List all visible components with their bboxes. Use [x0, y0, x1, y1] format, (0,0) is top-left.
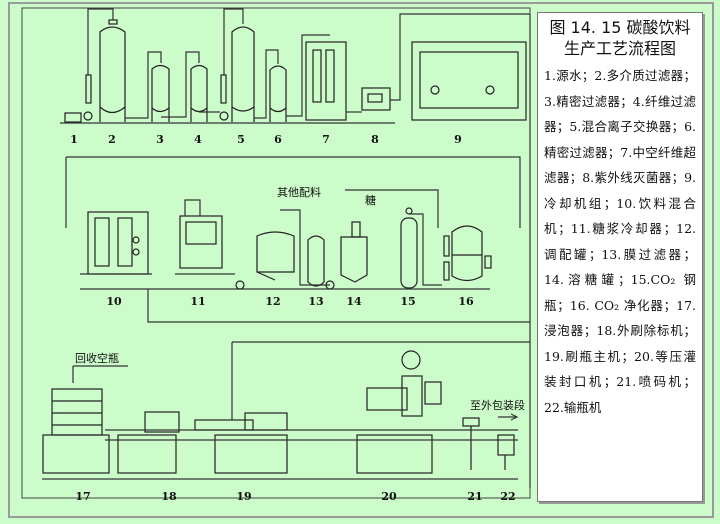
arrow-right-icon: [498, 413, 519, 421]
equipment-14-sugar-dissolving-tank: [340, 189, 439, 283]
label-to-packaging: 至外包装段: [470, 398, 525, 412]
equipment-numbers: 1 2 3 4 5 6 7 8 9 10 11 12 13 14 15 16 1…: [70, 133, 515, 503]
equipment-19-bottle-washer: [194, 412, 288, 474]
number-label: 15: [400, 295, 415, 308]
equipment-10-beverage-mixer: [80, 211, 152, 275]
equipment-7-hollow-fiber-ultrafilter: [286, 34, 347, 121]
number-label: 20: [381, 490, 397, 503]
figure-title-line2: 生产工艺流程图: [563, 39, 676, 58]
number-label: 5: [237, 133, 245, 146]
label-sugar: 糖: [365, 193, 376, 207]
number-label: 12: [265, 295, 280, 308]
number-label: 18: [161, 490, 177, 503]
equipment-15-co2-cylinder: [400, 207, 442, 289]
number-label: 4: [194, 133, 202, 146]
number-label: 8: [371, 133, 379, 146]
equipment-22-conveyor: [497, 434, 515, 470]
equipment-18-label-remover: [117, 411, 180, 474]
number-label: 17: [75, 490, 90, 503]
equipment-1-raw-water: [64, 112, 82, 123]
number-label: 2: [108, 133, 116, 146]
equipment-11-syrup-cooler: [175, 199, 245, 290]
equipment-5-mixed-ion-exchanger: [199, 8, 255, 122]
figure-title-line1: 图 14. 15 碳酸饮料: [549, 18, 691, 37]
label-recycled-bottles: 回收空瓶: [75, 351, 119, 365]
number-label: 3: [156, 133, 164, 146]
equipment-12-blending-tank: [256, 209, 330, 286]
equipment-16-co2-purifier: [443, 225, 492, 282]
equipment-2-multimedia-filter: [99, 19, 126, 122]
pipe-recycle: [72, 365, 128, 383]
number-label: 7: [322, 133, 330, 146]
equipment-9-cooling-unit: [390, 13, 530, 121]
pipe-cooling-return: [66, 156, 521, 228]
equipment-21-code-printer: [462, 417, 480, 470]
legend-panel: 图 14. 15 碳酸饮料 生产工艺流程图 1.源水；2.多介质过滤器；3.精密…: [537, 12, 703, 502]
equipment-17-soaking-machine: [42, 388, 110, 474]
figure-frame: [8, 2, 714, 518]
number-label: 11: [190, 295, 205, 308]
number-label: 16: [458, 295, 474, 308]
number-label: 21: [467, 490, 482, 503]
equipment-6-precision-filter: [254, 49, 287, 122]
equipment-3-precision-filter: [125, 51, 170, 122]
legend-text: 1.源水；2.多介质过滤器；3.精密过滤器；4.纤维过滤器；5.混合离子交换器；…: [544, 68, 696, 415]
label-other-ingredients: 其他配料: [277, 185, 321, 199]
equipment-8-uv-sterilizer: [346, 87, 391, 113]
number-label: 13: [308, 295, 323, 308]
number-label: 19: [236, 490, 251, 503]
number-label: 9: [454, 133, 462, 146]
equipment-20-isobaric-filler-capper: [356, 350, 442, 474]
equipment-13-membrane-filter: [307, 235, 335, 290]
number-label: 6: [274, 133, 282, 146]
pipe-to-filler: [147, 289, 530, 323]
number-label: 1: [70, 133, 78, 146]
number-label: 22: [500, 490, 515, 503]
number-label: 14: [346, 295, 362, 308]
number-label: 10: [106, 295, 122, 308]
pump-1: [83, 8, 114, 121]
